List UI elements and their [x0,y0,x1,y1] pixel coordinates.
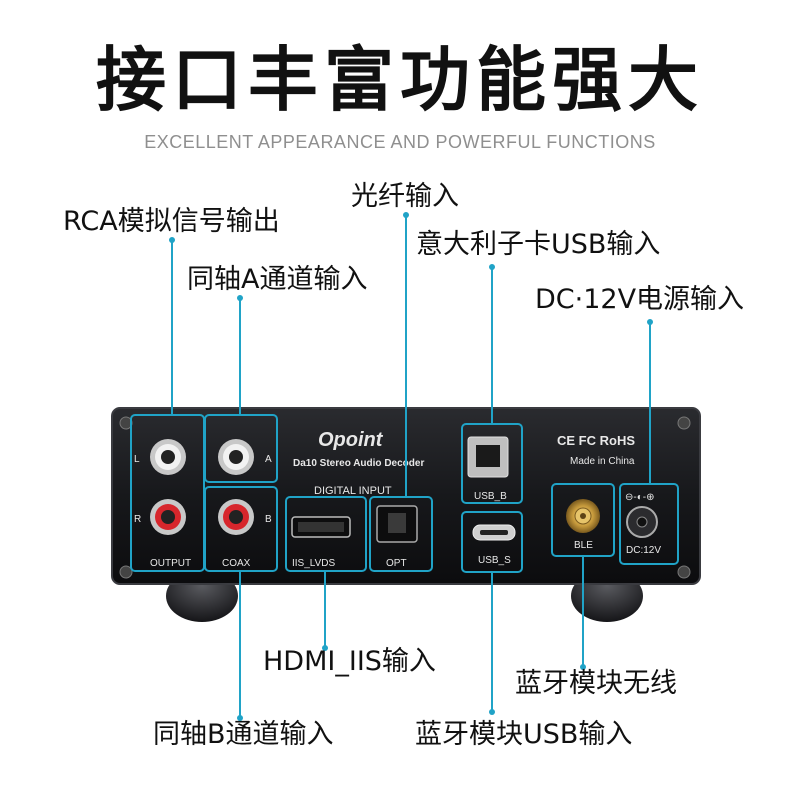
headline: 接口丰富功能强大 [96,39,704,121]
label-b: B [265,514,272,525]
digital-input-label: DIGITAL INPUT [314,485,392,497]
callout-optical: 光纤输入 [351,181,459,212]
screw-icon [119,565,133,579]
label-a: A [265,454,272,465]
label-opt: OPT [386,558,407,569]
antenna-connector-icon [566,499,600,533]
rca-jack-r-icon [150,499,186,535]
made-in-text: Made in China [570,456,635,467]
callout-dc: DC·12V电源输入 [535,284,745,315]
screw-icon [677,416,691,430]
label-ble: BLE [574,540,593,551]
label-output: OUTPUT [150,558,191,569]
label-iis: IIS_LVDS [292,558,335,569]
dc-jack-icon [626,506,658,538]
dc-polarity-icon: ⊖-◐-⊕ [625,492,654,503]
label-coax: COAX [222,558,251,569]
callout-coax-b: 同轴B通道输入 [153,719,334,750]
callout-rca-output: RCA模拟信号输出 [63,206,280,237]
callout-hdmi: HDMI_IIS输入 [263,646,436,677]
rca-jack-l-icon [150,439,186,475]
callout-coax-a: 同轴A通道输入 [187,264,368,295]
callout-bt-wireless: 蓝牙模块无线 [515,668,677,699]
highlight-optical [369,496,433,572]
coax-jack-b-icon [218,499,254,535]
model-text: Da10 Stereo Audio Decoder [293,458,424,469]
label-dc: DC:12V [626,545,661,556]
subheadline: EXCELLENT APPEARANCE AND POWERFUL FUNCTI… [144,132,656,152]
brand-logo: Opoint [318,429,384,451]
callout-bt-usb: 蓝牙模块USB输入 [415,719,633,750]
label-r: R [134,514,141,525]
callout-usb-b: 意大利子卡USB输入 [416,229,661,260]
coax-jack-a-icon [218,439,254,475]
label-l: L [134,454,140,465]
cert-marks: CE FC RoHS [557,433,635,448]
label-usb-s: USB_S [478,555,511,566]
screw-icon [677,565,691,579]
label-usb-b: USB_B [474,491,507,502]
